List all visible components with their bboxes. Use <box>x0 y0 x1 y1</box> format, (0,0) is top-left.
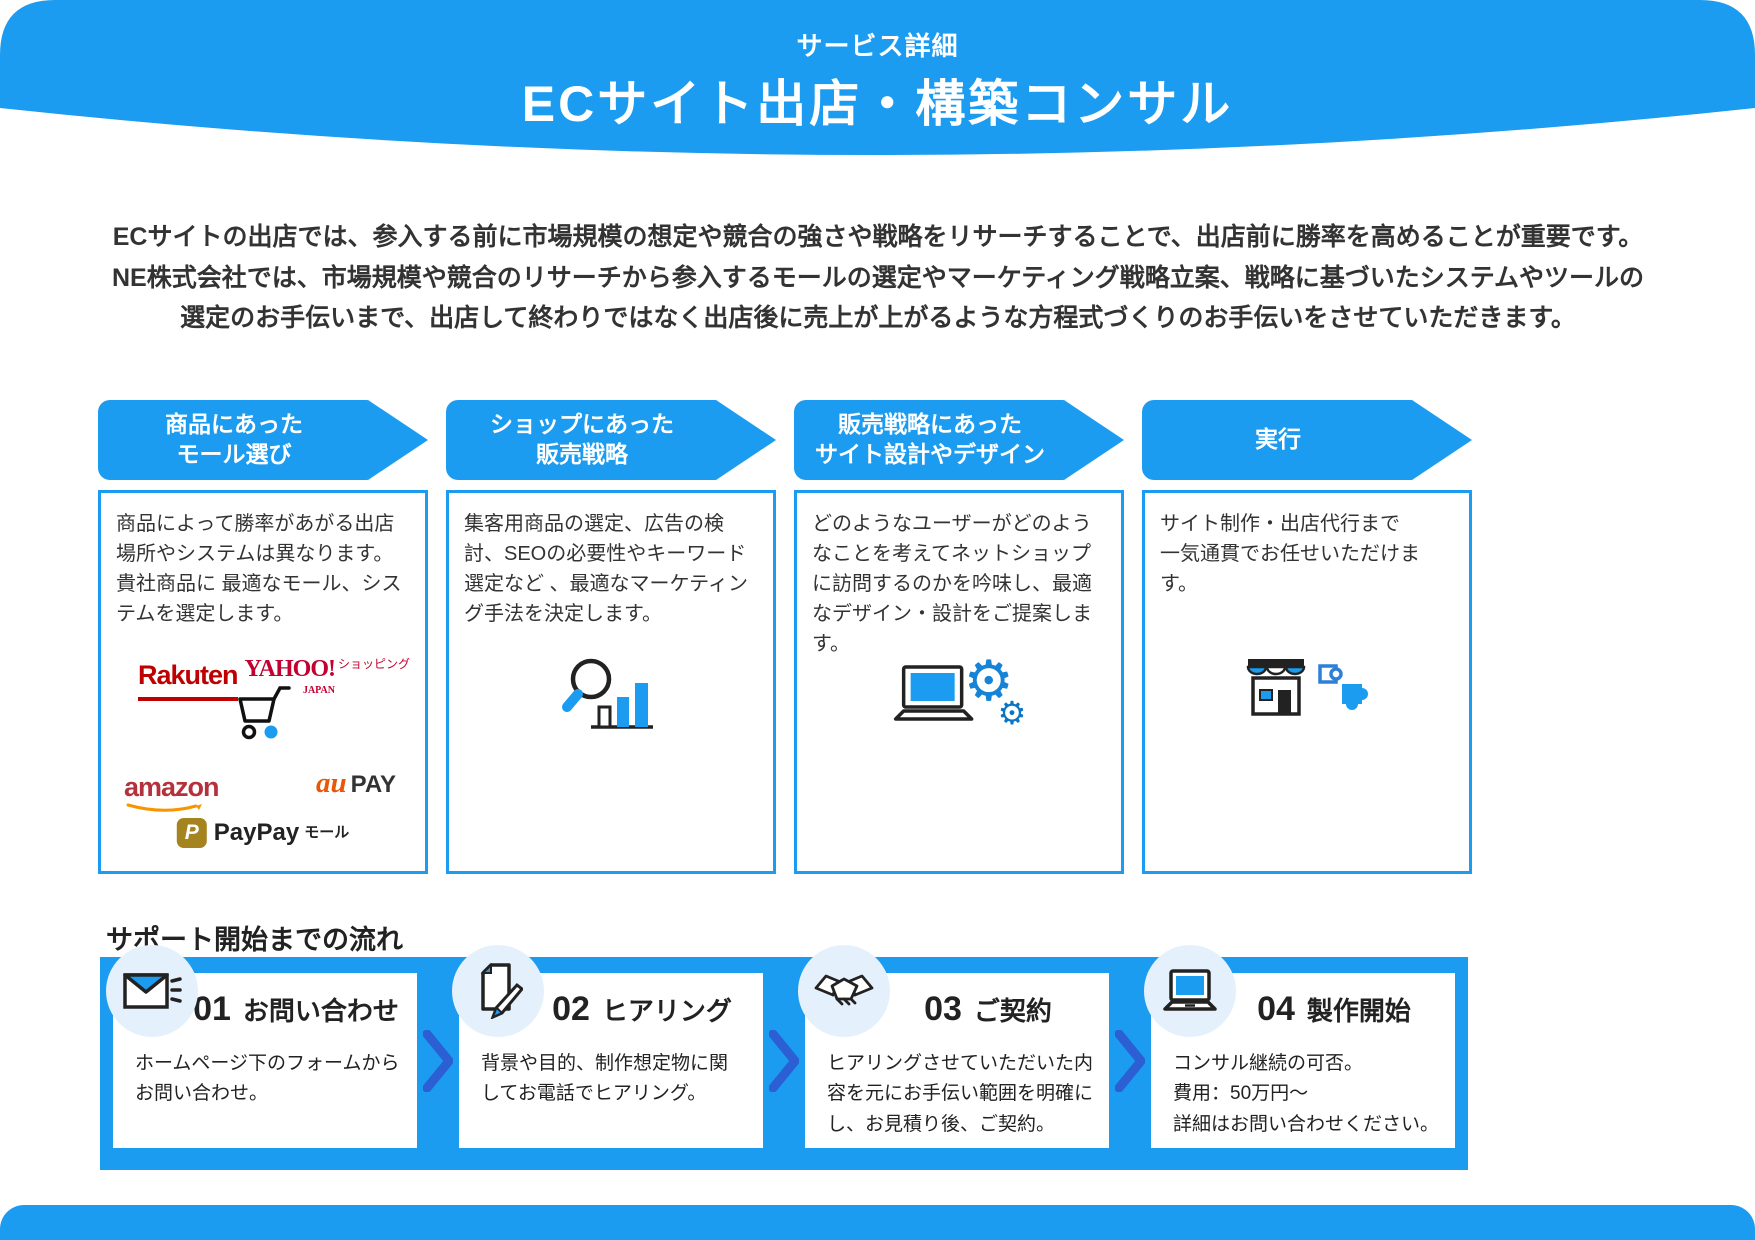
step-card-start: 04 製作開始 コンサル継続の可否。 費用：50万円〜 詳細はお問い合わせくださ… <box>1144 945 1455 1148</box>
intro-text: ECサイトの出店では、参入する前に市場規模の想定や競合の強さや戦略をリサーチする… <box>112 223 1644 332</box>
step-card-hearing: 02 ヒアリング 背景や目的、制作想定物に関してお電話でヒアリング。 <box>452 945 763 1148</box>
gear-small-icon: ⚙ <box>997 695 1027 731</box>
service-subtitle: サービス詳細 <box>796 31 959 61</box>
amazon-logo: amazon <box>124 767 220 814</box>
step-icon-circle <box>1144 945 1236 1037</box>
step-number: 04 <box>1257 989 1295 1028</box>
arrow-tip-shape <box>1412 400 1472 480</box>
yahoo-japan-text: JAPAN <box>302 685 335 696</box>
aupay-pay-text: PAY <box>350 770 396 798</box>
handshake-icon <box>814 974 874 1006</box>
arrow-label: ショップにあった 販売戦略 <box>446 400 718 480</box>
arrow-header: 販売戦略にあった サイト設計やデザイン <box>794 400 1124 480</box>
yahoo-logo-text: YAHOO! <box>244 656 336 682</box>
step-title: ヒアリング <box>601 995 732 1026</box>
step-icon-circle <box>106 945 198 1037</box>
arrow-label: 商品にあった モール選び <box>98 400 370 480</box>
arrow-header: 商品にあった モール選び <box>98 400 428 480</box>
puzzle-icon <box>1318 664 1368 710</box>
document-pencil-icon <box>480 963 523 1019</box>
arrow-header: 実行 <box>1142 400 1472 480</box>
hero-curve-shape <box>0 0 1755 155</box>
shopping-cart-icon <box>230 683 296 750</box>
envelope-icon <box>123 973 182 1009</box>
step-description: ヒアリングさせていただいた内容を元にお手伝い範囲を明確にし、お見積り後、ご契約。 <box>827 1053 1094 1135</box>
amazon-smile-icon <box>126 803 202 812</box>
step-card-contact: 01 お問い合わせ ホームページ下のフォームからお問い合わせ。 <box>106 945 417 1148</box>
chevron-right-icon <box>1109 973 1151 1148</box>
gear-icon: ⚙ <box>963 649 1014 712</box>
storefront-icon <box>1246 659 1306 716</box>
hero-banner: サービス詳細 ECサイト出店・構築コンサル <box>0 0 1755 175</box>
process-column-execute: 実行 サイト制作・出店代行まで 一気通貫でお任せいただけます。 <box>1142 400 1472 874</box>
laptop-gears-icon: ⚙ ⚙ <box>892 649 1027 731</box>
process-column-design: 販売戦略にあった サイト設計やデザイン どのようなユーザーがどのようなことを考え… <box>794 400 1124 874</box>
bottom-bar <box>0 1205 1755 1240</box>
process-box-strategy: 集客用商品の選定、広告の検討、SEOの必要性やキーワード選定など 、最適なマーケ… <box>446 490 776 874</box>
arrow-label: 販売戦略にあった サイト設計やデザイン <box>794 400 1066 480</box>
step-number: 03 <box>924 989 962 1028</box>
mall-logos: Rakuten YAHOO! JAPAN ショッピング <box>116 639 410 853</box>
process-box-text: 商品によって勝率があがる出店場所やシステムは異なります。貴社商品に 最適なモール… <box>116 513 402 625</box>
process-box-text: サイト制作・出店代行まで 一気通貫でお任せいただけます。 <box>1160 513 1420 595</box>
paypay-mall-logo: P PayPay モール <box>176 815 350 851</box>
paypay-logo-text: PayPay <box>213 819 300 846</box>
step-title: お問い合わせ <box>242 995 399 1026</box>
step-description: コンサル継続の可否。 費用：50万円〜 詳細はお問い合わせください。 <box>1173 1053 1440 1135</box>
arrow-header: ショップにあった 販売戦略 <box>446 400 776 480</box>
paypay-mall-text: モール <box>304 823 350 841</box>
yahoo-shopping-logo: YAHOO! JAPAN ショッピング <box>245 651 410 698</box>
laptop-icon <box>893 665 974 721</box>
process-columns: 商品にあった モール選び 商品によって勝率があがる出店場所やシステムは異なります… <box>98 400 1472 874</box>
yahoo-shopping-text: ショッピング <box>337 657 410 671</box>
step-icon-circle <box>452 945 544 1037</box>
page-title: ECサイト出店・構築コンサル <box>521 76 1234 132</box>
store-puzzle-icon <box>1240 653 1374 719</box>
arrow-tip-shape <box>368 400 428 480</box>
chevron-right-icon <box>417 973 459 1148</box>
step-description: 背景や目的、制作想定物に関してお電話でヒアリング。 <box>481 1053 729 1105</box>
process-column-strategy: ショップにあった 販売戦略 集客用商品の選定、広告の検討、SEOの必要性やキーワ… <box>446 400 776 874</box>
au-logo-text: au <box>315 766 347 799</box>
process-column-mall: 商品にあった モール選び 商品によって勝率があがる出店場所やシステムは異なります… <box>98 400 428 874</box>
magnifier-chart-icon <box>561 653 661 748</box>
laptop-icon <box>1163 969 1217 1011</box>
step-number: 02 <box>552 989 590 1028</box>
process-box-mall: 商品によって勝率があがる出店場所やシステムは異なります。貴社商品に 最適なモール… <box>98 490 428 874</box>
step-title: ご契約 <box>973 995 1052 1026</box>
rakuten-logo: Rakuten <box>138 655 239 701</box>
process-box-execute: サイト制作・出店代行まで 一気通貫でお任せいただけます。 <box>1142 490 1472 874</box>
process-box-text: どのようなユーザーがどのようなことを考えてネットショップに訪問するのかを吟味し、… <box>812 513 1092 655</box>
chevron-right-icon <box>763 973 805 1148</box>
step-description: ホームページ下のフォームからお問い合わせ。 <box>135 1053 400 1105</box>
process-box-text: 集客用商品の選定、広告の検討、SEOの必要性やキーワード選定など 、最適なマーケ… <box>464 513 748 625</box>
flow-band: 01 お問い合わせ ホームページ下のフォームからお問い合わせ。 02 <box>100 945 1468 1170</box>
process-box-design: どのようなユーザーがどのようなことを考えてネットショップに訪問するのかを吟味し、… <box>794 490 1124 874</box>
step-title: 製作開始 <box>1306 995 1411 1026</box>
arrow-tip-shape <box>1064 400 1124 480</box>
step-icon-circle <box>798 945 890 1037</box>
step-card-contract: 03 ご契約 ヒアリングさせていただいた内容を元にお手伝い範囲を明確にし、お見積… <box>798 945 1109 1148</box>
amazon-logo-text: amazon <box>124 771 220 802</box>
arrow-label: 実行 <box>1142 400 1414 480</box>
paypay-p-icon: P <box>176 818 207 848</box>
arrow-tip-shape <box>716 400 776 480</box>
step-number: 01 <box>193 989 231 1028</box>
